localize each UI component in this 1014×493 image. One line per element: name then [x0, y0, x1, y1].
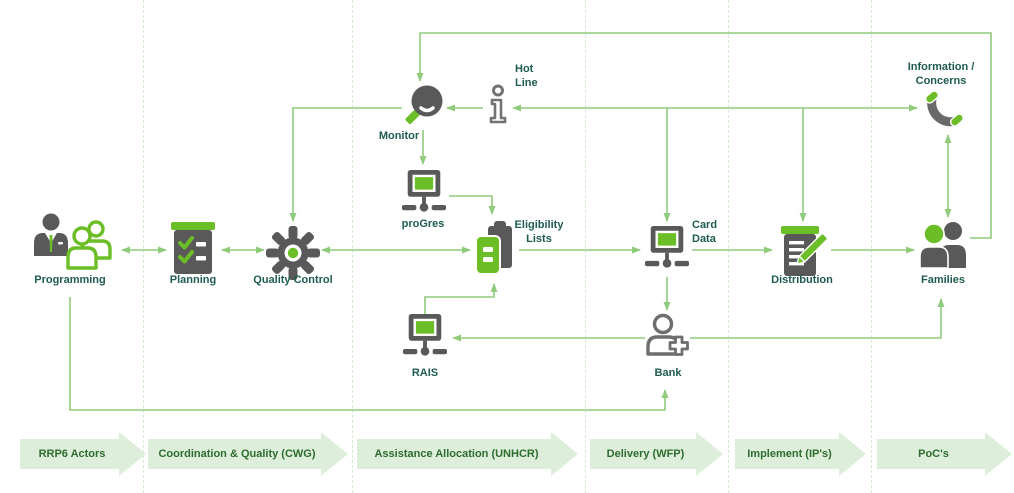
banner-label: RRP6 Actors [38, 448, 106, 460]
families-label: Families [920, 274, 966, 286]
connector-rais-eligibility [424, 283, 498, 314]
banner-delivery: Delivery (WFP) [590, 432, 723, 476]
hot-line-label-line2: Line [515, 76, 538, 89]
banner-rrp6-actors: RRP6 Actors [20, 432, 146, 476]
banner-label: Coordination & Quality (CWG) [158, 448, 316, 460]
monitor-label: Monitor [378, 130, 420, 142]
banner-label: Assistance Allocation (UNHCR) [374, 448, 539, 460]
eligibility-lists-label-line2: Lists [526, 232, 552, 245]
progres-label: proGres [401, 218, 445, 230]
monitor-person-icon [403, 85, 443, 126]
node-eligibility-lists [473, 220, 517, 283]
banner-label: PoC's [918, 448, 949, 460]
bank-label: Bank [654, 367, 682, 379]
node-card-data [644, 224, 690, 277]
node-programming [30, 212, 116, 275]
card-data-label-line2: Data [692, 232, 716, 245]
connector-bank-families [690, 298, 945, 339]
information-concerns-label: Information / Concerns [893, 61, 989, 88]
banner-coordination-quality: Coordination & Quality (CWG) [148, 432, 348, 476]
rais-label: RAIS [411, 367, 439, 379]
people-pair-icon [34, 213, 112, 270]
checklist-icon [171, 222, 215, 274]
connector-monitor-qualitycontrol [289, 107, 402, 222]
information-concerns-label-line2: Concerns [915, 74, 967, 87]
node-hot-line [486, 84, 510, 135]
node-quality-control [266, 226, 320, 285]
banner-assistance-allocation: Assistance Allocation (UNHCR) [357, 432, 578, 476]
person-plus-icon [646, 313, 689, 356]
distribution-label: Distribution [771, 274, 833, 286]
programming-label: Programming [34, 274, 106, 286]
connector-families-monitor-loop [416, 32, 992, 239]
banner-implement: Implement (IP's) [735, 432, 866, 476]
info-icon [489, 84, 507, 124]
connector-progres-eligibility [449, 195, 496, 215]
clipboard-icon [475, 221, 512, 275]
gear-icon [266, 226, 320, 280]
node-planning [168, 218, 218, 281]
hot-line-label: Hot Line [515, 63, 538, 90]
node-bank [644, 313, 692, 364]
information-concerns-label-line1: Information / [907, 61, 975, 73]
network-computer-icon [644, 225, 690, 268]
lane-divider [871, 0, 872, 493]
eligibility-lists-label: Eligibility Lists [506, 219, 572, 246]
node-distribution [776, 224, 828, 283]
card-data-label-line1: Card [692, 219, 718, 231]
eligibility-lists-label-line1: Eligibility [514, 219, 564, 231]
connector-programming-bank [69, 297, 669, 411]
lane-divider [585, 0, 586, 493]
lane-divider [728, 0, 729, 493]
banner-label: Implement (IP's) [747, 448, 832, 460]
families-people-icon [919, 222, 966, 269]
node-monitor [402, 82, 444, 133]
banner-pocs: PoC's [877, 432, 1012, 476]
banner-label: Delivery (WFP) [606, 448, 685, 460]
node-families [918, 220, 970, 275]
planning-label: Planning [169, 274, 217, 286]
hot-line-label-line1: Hot [515, 63, 534, 75]
card-data-label: Card Data [692, 219, 717, 246]
notebook-pencil-icon [781, 226, 828, 276]
node-information-concerns [921, 90, 967, 137]
network-computer-icon [402, 313, 448, 356]
node-progres [401, 168, 447, 221]
phone-icon [925, 90, 964, 127]
node-rais [402, 312, 448, 365]
network-computer-icon [401, 169, 447, 212]
quality-control-label: Quality Control [253, 274, 333, 286]
